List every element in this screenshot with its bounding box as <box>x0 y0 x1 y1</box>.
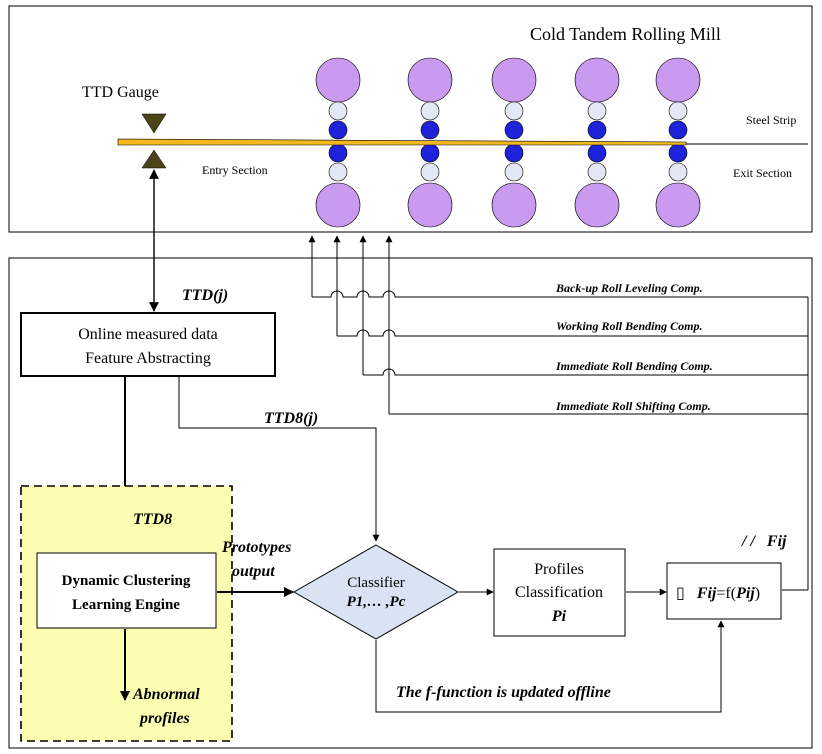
work-roll-top <box>420 120 440 140</box>
intermediate-roll-top <box>504 101 524 121</box>
profiles-line-1: Profiles <box>534 561 584 578</box>
comp-label-3: Immediate Roll Shifting Comp. <box>555 399 711 413</box>
abnormal-label-1: Abnormal <box>132 686 200 703</box>
fij-equation: ▯ Fij=f(Pij) <box>676 585 760 602</box>
work-roll-bottom <box>504 143 524 163</box>
intermediate-roll-top <box>328 101 348 121</box>
compensation-lines <box>308 235 808 415</box>
engine-line-1: Dynamic Clustering <box>62 573 191 589</box>
fij-rhs: =f( <box>716 585 736 602</box>
comp-line-1 <box>337 329 808 337</box>
ttd8j-route <box>178 377 380 542</box>
intermediate-roll-bottom <box>420 162 440 182</box>
mill-stand-1 <box>315 57 361 228</box>
backup-roll-top <box>491 57 537 103</box>
ttd8-j-label: TTD8(j) <box>264 410 318 427</box>
intermediate-roll-bottom <box>587 162 607 182</box>
mill-stand-2 <box>407 57 453 228</box>
fij-symbol: Fij <box>696 585 717 602</box>
feature-line-2: Feature Abstracting <box>85 350 211 367</box>
backup-roll-bottom <box>574 182 620 228</box>
prototypes-label-2: output <box>232 563 275 580</box>
fij-box <box>666 562 782 620</box>
steel-strip-label: Steel Strip <box>746 113 796 127</box>
intermediate-roll-bottom <box>668 162 688 182</box>
ttd-j-label: TTD(j) <box>182 287 228 304</box>
delta-glyph: / / <box>741 533 756 550</box>
work-roll-top <box>328 120 348 140</box>
fij-delta-glyph: ▯ <box>676 585 685 602</box>
feature-line-1: Online measured data <box>78 326 218 343</box>
profiles-classification-box <box>493 548 626 637</box>
abnormal-label-2: profiles <box>138 710 190 727</box>
gauge-lower-marker-icon <box>141 149 167 169</box>
gauge-upper-marker-icon <box>141 113 167 134</box>
offline-update-route <box>375 620 725 713</box>
backup-roll-top <box>655 57 701 103</box>
work-roll-bottom <box>668 143 688 163</box>
backup-roll-bottom <box>655 182 701 228</box>
comp-label-1: Working Roll Bending Comp. <box>556 319 702 333</box>
fij-p: Pij <box>735 585 755 602</box>
work-roll-bottom <box>420 143 440 163</box>
mill-title: Cold Tandem Rolling Mill <box>530 24 721 44</box>
delta-fij-label: / / Fij <box>741 533 787 550</box>
backup-roll-top <box>315 57 361 103</box>
classifier-line-2: P1,… ,Pc <box>347 594 406 610</box>
ttd8-label: TTD8 <box>133 511 172 528</box>
mill-stand-4 <box>574 57 620 228</box>
ttd-gauge-label: TTD Gauge <box>82 84 159 101</box>
exit-section-label: Exit Section <box>733 166 792 180</box>
backup-roll-bottom <box>315 182 361 228</box>
backup-roll-top <box>407 57 453 103</box>
profiles-line-3: Pi <box>551 608 567 625</box>
intermediate-roll-bottom <box>504 162 524 182</box>
feature-abstracting-box <box>20 312 276 377</box>
work-roll-top <box>668 120 688 140</box>
work-roll-top <box>587 120 607 140</box>
backup-roll-bottom <box>491 182 537 228</box>
comp-label-0: Back-up Roll Leveling Comp. <box>555 281 703 295</box>
work-roll-bottom <box>587 143 607 163</box>
delta-fij-text: Fij <box>766 533 787 550</box>
steel-strip <box>117 138 687 146</box>
classifier-diamond <box>292 544 460 640</box>
comp-label-2: Immediate Roll Bending Comp. <box>555 359 713 373</box>
engine-line-2: Learning Engine <box>72 597 180 613</box>
work-roll-bottom <box>328 143 348 163</box>
mill-stand-5 <box>655 57 701 228</box>
intermediate-roll-bottom <box>328 162 348 182</box>
backup-roll-top <box>574 57 620 103</box>
work-roll-top <box>504 120 524 140</box>
prototypes-label-1: Prototypes <box>221 539 291 556</box>
classifier-line-1: Classifier <box>347 575 405 591</box>
intermediate-roll-top <box>668 101 688 121</box>
entry-section-label: Entry Section <box>202 163 268 177</box>
mill-stand-3 <box>491 57 537 228</box>
f-function-label: The f-function is updated offline <box>396 684 611 701</box>
intermediate-roll-top <box>587 101 607 121</box>
learning-engine-box <box>36 552 217 629</box>
mill-stands <box>315 57 701 228</box>
intermediate-roll-top <box>420 101 440 121</box>
backup-roll-bottom <box>407 182 453 228</box>
fij-close: ) <box>755 585 760 602</box>
profiles-line-2: Classification <box>515 584 603 601</box>
